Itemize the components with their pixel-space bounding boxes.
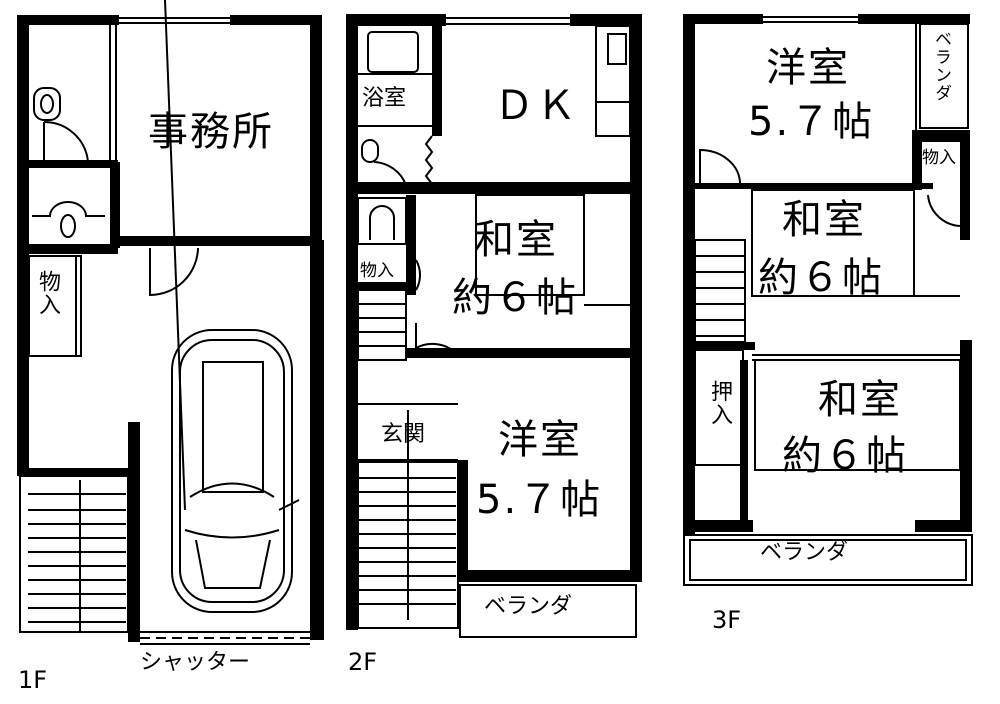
floor-1f-walls: [17, 15, 324, 642]
room-size-yoshitsu-3f: 5.７帖: [748, 99, 875, 145]
floor-3f-details: [683, 16, 973, 586]
veranda-label-3f-side: ベランダ: [931, 30, 951, 102]
veranda-label-2f: ベランダ: [484, 594, 573, 619]
room-label-closet-3f: 押入: [707, 380, 732, 426]
room-label-storage-3f: 物入: [922, 148, 956, 168]
room-label-storage-1f: 物入: [35, 270, 60, 316]
room-size-washitsu-2f: 約６帖: [452, 275, 578, 321]
room-label-dk: ＤＫ: [494, 83, 578, 129]
floor-label-3f: 3F: [712, 606, 742, 634]
room-label-washitsu-2f: 和室: [474, 217, 558, 263]
room-label-yoshitsu-2f: 洋室: [498, 417, 582, 463]
room-label-office: 事務所: [148, 109, 274, 155]
room-label-entrance: 玄関: [381, 422, 426, 447]
room-size-washitsu2-3f: 約６帖: [782, 433, 908, 479]
room-label-yoshitsu-3f: 洋室: [766, 45, 850, 91]
room-label-washitsu2-3f: 和室: [818, 377, 902, 423]
room-label-washitsu1-3f: 和室: [782, 197, 866, 243]
shutter-label: シャッター: [140, 650, 251, 675]
floor-label-1f: 1F: [18, 666, 48, 694]
floor-2f-details: [357, 17, 637, 638]
floor-2f-walls: [346, 14, 642, 630]
floor-1f-details: [19, 0, 319, 645]
room-size-yoshitsu-2f: 5.７帖: [476, 477, 603, 523]
car-icon: [164, 0, 300, 613]
room-label-bath: 浴室: [362, 86, 407, 111]
veranda-label-3f: ベランダ: [760, 540, 849, 565]
room-label-storage-2f: 物入: [360, 261, 394, 281]
room-size-washitsu1-3f: 約６帖: [758, 255, 884, 301]
floor-3f-walls: [683, 14, 972, 534]
floor-label-2f: 2F: [348, 648, 378, 676]
